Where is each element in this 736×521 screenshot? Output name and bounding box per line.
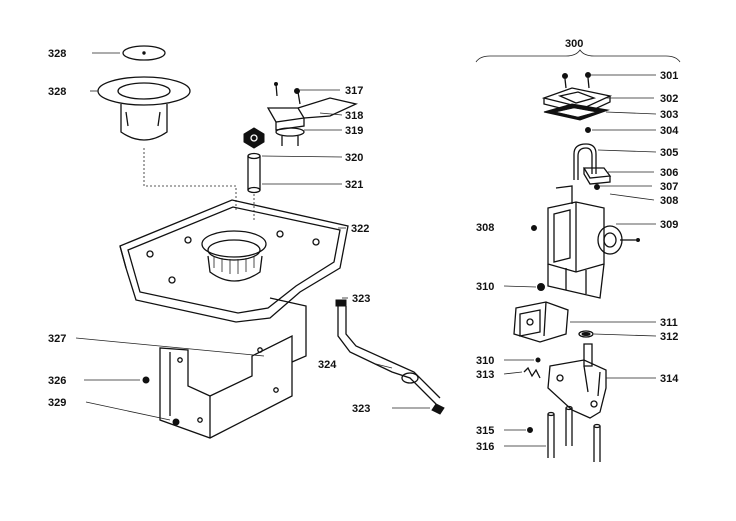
part-318-bracket	[266, 97, 358, 131]
label-310-top: 310	[476, 281, 494, 293]
label-309: 309	[660, 219, 678, 231]
label-312: 312	[660, 331, 678, 343]
part-nut-left	[243, 127, 265, 149]
part-pin-top	[274, 82, 278, 97]
label-329: 329	[48, 397, 66, 409]
part-327-bracket	[159, 297, 307, 439]
label-306: 306	[660, 167, 678, 179]
part-329-screw	[172, 418, 180, 426]
part-323-fitting-bottom	[431, 403, 445, 415]
label-301: 301	[660, 70, 678, 82]
leader-lines-left	[75, 52, 430, 421]
part-305-clip	[573, 143, 597, 180]
label-314: 314	[660, 373, 679, 385]
part-316-standoffs	[547, 405, 601, 462]
part-326-screw	[142, 376, 150, 384]
label-323-top: 323	[352, 293, 370, 305]
label-318: 318	[345, 110, 363, 122]
label-303: 303	[660, 109, 678, 121]
label-300-group: 300	[565, 38, 583, 50]
label-321: 321	[345, 179, 363, 191]
part-301-screws	[562, 72, 591, 89]
leader-lines-right	[503, 74, 657, 447]
part-311-valve-block	[513, 301, 569, 343]
label-328-funnel: 328	[48, 86, 66, 98]
part-322-base-pan	[119, 199, 349, 323]
part-310-small-screw	[535, 357, 541, 363]
label-304: 304	[660, 125, 679, 137]
part-314-base-plate	[547, 343, 607, 419]
label-322: 322	[351, 223, 369, 235]
part-304-screw	[585, 127, 591, 133]
alignment-line-funnel	[143, 148, 237, 210]
label-327: 327	[48, 333, 66, 345]
part-306-bracket	[582, 167, 612, 185]
label-320: 320	[345, 152, 363, 164]
part-319-washer	[275, 127, 305, 146]
label-305: 305	[660, 147, 678, 159]
label-323-bottom: 323	[352, 403, 370, 415]
label-317: 317	[345, 85, 363, 97]
label-308-right: 308	[660, 195, 678, 207]
part-315-screw	[527, 427, 533, 433]
part-309-valve-body	[547, 185, 640, 299]
part-317-screw	[294, 88, 301, 105]
label-311: 311	[660, 317, 678, 329]
label-328-disc: 328	[48, 48, 66, 60]
label-302: 302	[660, 93, 678, 105]
label-316: 316	[476, 441, 494, 453]
part-308-screw	[531, 225, 537, 231]
label-310-bottom: 310	[476, 355, 494, 367]
label-324: 324	[318, 359, 337, 371]
part-310-washer	[537, 283, 545, 291]
part-324-pipe	[337, 306, 441, 405]
part-307-washer	[594, 184, 600, 190]
label-313: 313	[476, 369, 494, 381]
part-328-funnel	[97, 76, 191, 141]
part-312-oring	[578, 330, 594, 338]
part-328-disc	[122, 45, 166, 61]
part-labels: 328 328 317 318 319 320 321 322 323 324 …	[48, 38, 679, 453]
label-326: 326	[48, 375, 66, 387]
label-319: 319	[345, 125, 363, 137]
label-315: 315	[476, 425, 494, 437]
part-303-gasket	[543, 103, 610, 121]
group-brace-300	[475, 49, 681, 63]
part-313-spring	[523, 366, 541, 379]
label-307: 307	[660, 181, 678, 193]
part-323-fitting-top	[335, 299, 347, 307]
part-320-tube	[247, 152, 261, 194]
label-308-left: 308	[476, 222, 494, 234]
